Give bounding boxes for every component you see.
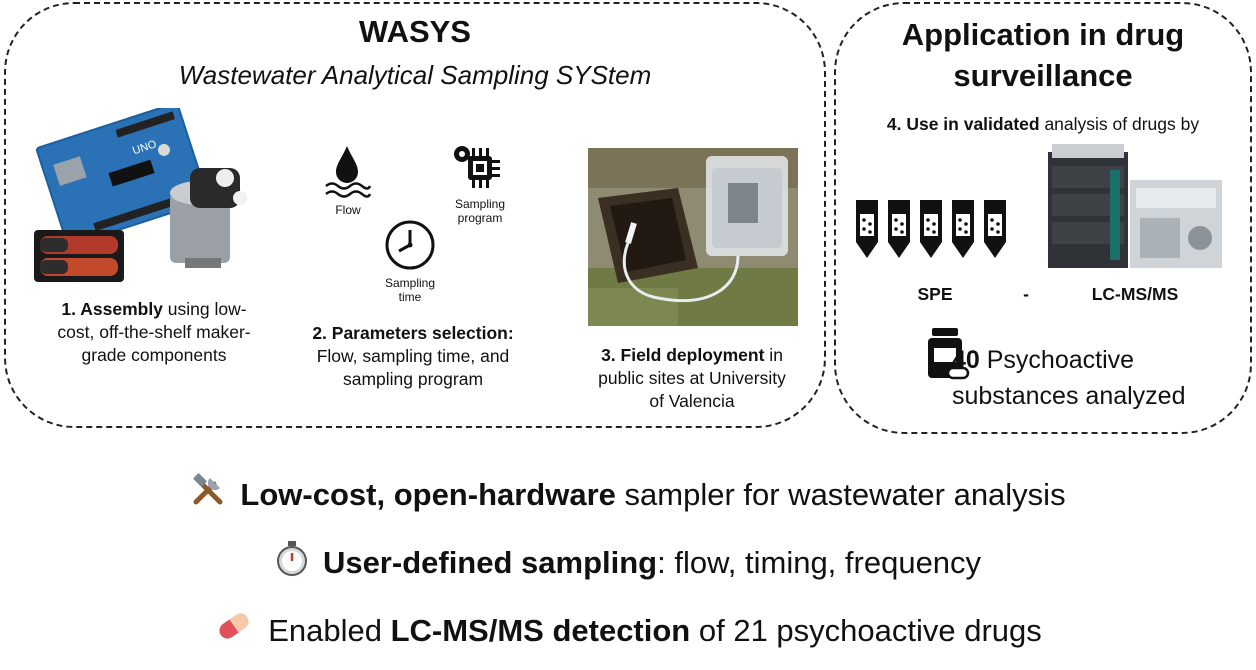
feature3-text: of 21 psychoactive drugs (690, 613, 1042, 648)
step4-caption: 4. Use in validated analysis of drugs by (834, 114, 1252, 135)
field-deployment-photo (588, 148, 798, 326)
program-label-a: Sampling (454, 197, 506, 211)
step3-text: in (764, 345, 783, 365)
program-label-b: program (457, 211, 503, 225)
step2-line2: Flow, sampling time, and (316, 346, 510, 366)
step4-bold: 4. Use in validated (886, 114, 1040, 134)
spe-cartridges-icon (856, 200, 1006, 258)
step4-text: analysis of drugs by (1039, 114, 1200, 134)
surveillance-title-b: surveillance (953, 58, 1133, 93)
battery-holder (34, 230, 124, 282)
feature-lcms-detection: Enabled LC-MS/MS detection of 21 psychoa… (0, 608, 1256, 649)
feature3-pre: Enabled (268, 613, 391, 648)
time-label-a: Sampling (384, 276, 436, 290)
pill-bottle-icon (928, 328, 970, 380)
sampling-time-label: Sampling time (368, 276, 452, 304)
feature3-bold: LC-MS/MS detection (390, 613, 691, 648)
step2-caption: 2. Parameters selection: Flow, sampling … (288, 322, 538, 391)
step3-caption: 3. Field deployment in public sites at U… (568, 344, 816, 413)
chip-gear-icon (454, 146, 500, 188)
substances-count-line2: substances analyzed (952, 382, 1186, 410)
sampling-program-label: Sampling program (440, 197, 520, 225)
surveillance-title-a: Application in drug (901, 17, 1185, 52)
substances-count-number: 40 (952, 346, 980, 374)
step2-bold: 2. Parameters selection: (312, 323, 514, 343)
feature-low-cost: Low-cost, open-hardware sampler for wast… (0, 472, 1256, 513)
step3-bold: 3. Field deployment (601, 345, 765, 365)
step2-line3: sampling program (342, 369, 484, 389)
spe-label: SPE (917, 284, 953, 304)
wasys-subtitle: Wastewater Analytical Sampling SYStem (178, 60, 652, 90)
clock-icon (385, 220, 435, 270)
step1-line3: grade components (81, 345, 227, 365)
drug-surveillance-panel (834, 2, 1252, 434)
step1-bold: 1. Assembly (61, 299, 163, 319)
substances-count: 40 Psychoactive (952, 346, 1134, 375)
step3-line3: of Valencia (649, 391, 735, 411)
substances-count-text: Psychoactive (979, 346, 1135, 374)
time-label-b: time (398, 290, 422, 304)
pill-icon (219, 613, 249, 639)
lcms-instrument-image (1048, 144, 1222, 268)
peristaltic-pump (170, 168, 247, 268)
stopwatch-icon (276, 541, 307, 576)
flow-icon-label: Flow (335, 203, 361, 217)
step3-line2: public sites at University (598, 368, 786, 388)
wasys-panel (4, 2, 826, 428)
feature1-text: sampler for wastewater analysis (615, 477, 1066, 512)
feature2-text: : flow, timing, frequency (657, 545, 982, 580)
feature2-bold: User-defined sampling (322, 545, 658, 580)
arduino-board: UNO (36, 108, 210, 247)
step1-line2: cost, off-the-shelf maker- (57, 322, 251, 342)
feature1-bold: Low-cost, open-hardware (240, 477, 616, 512)
tools-icon (193, 473, 223, 505)
workflow-dash: - (1023, 284, 1029, 304)
surveillance-title: Application in drug surveillance (834, 14, 1252, 96)
assembly-hardware-image: UNO (34, 108, 247, 282)
step1-caption: 1. Assembly using low- cost, off-the-she… (20, 298, 288, 367)
wasys-title: WASYS (359, 14, 471, 49)
step1-text: using low- (162, 299, 247, 319)
feature-user-defined-sampling: User-defined sampling: flow, timing, fre… (0, 540, 1256, 581)
lcms-label: LC-MS/MS (1091, 284, 1179, 304)
water-drop-icon (325, 146, 372, 198)
